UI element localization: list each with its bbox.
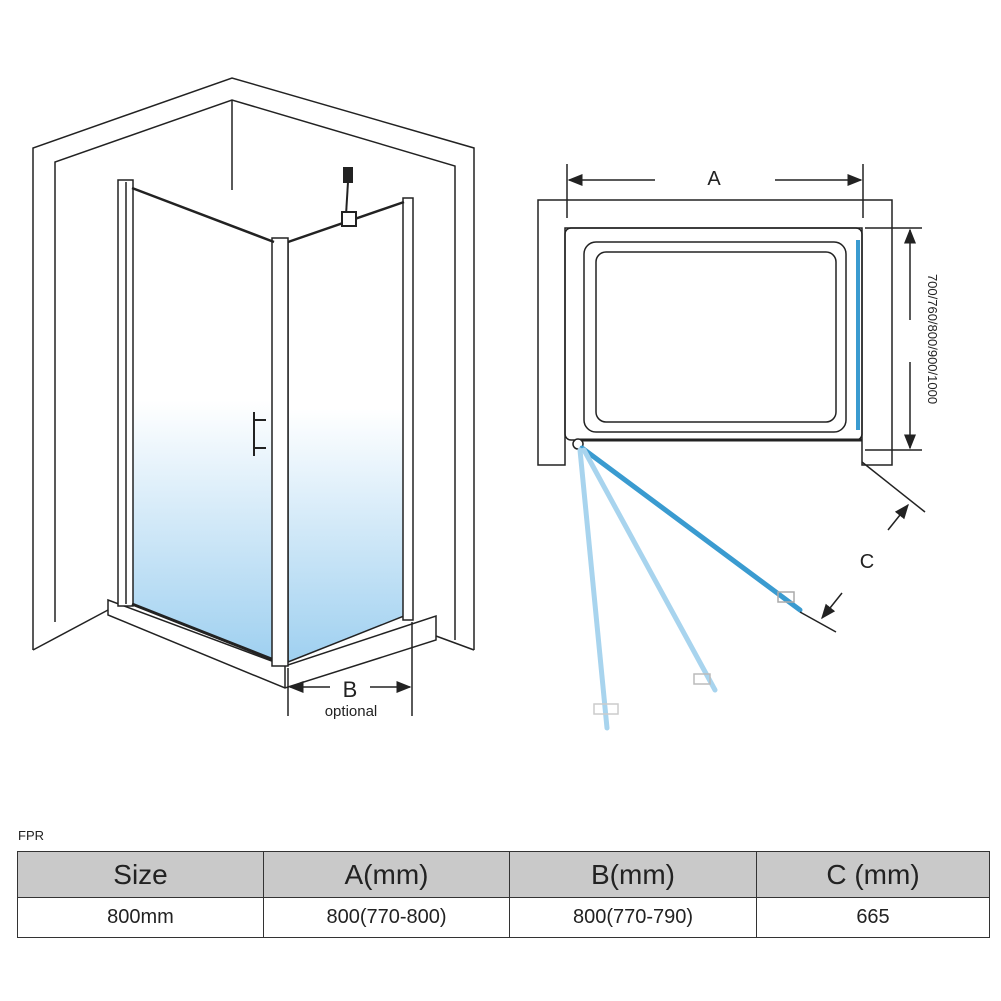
dimension-b-note: optional: [325, 703, 378, 720]
plan-view: [537, 164, 926, 731]
header-b: B(mm): [509, 851, 757, 898]
header-size: Size: [17, 851, 264, 898]
cell-size: 800mm: [17, 897, 264, 938]
size-table: Size A(mm) B(mm) C (mm) 800mm 800(770-80…: [17, 851, 990, 938]
dimension-c-label: C: [860, 551, 874, 573]
dimension-a-label: A: [707, 168, 721, 190]
header-c: C (mm): [756, 851, 990, 898]
dimension-depth: [865, 227, 922, 451]
door-swing: [577, 445, 803, 731]
dimension-b-label: B: [343, 677, 358, 702]
cell-a: 800(770-800): [263, 897, 510, 938]
table-row: 800mm 800(770-800) 800(770-790) 665: [17, 897, 990, 938]
door-panel: [117, 179, 275, 662]
door-handle-icon: [253, 412, 266, 456]
dimension-depth-label: 700/760/800/900/1000: [925, 274, 940, 404]
dimension-c: [799, 461, 926, 633]
basin-inner: [595, 251, 837, 423]
header-a: A(mm): [263, 851, 510, 898]
wall-outline: [537, 199, 893, 466]
table-caption: FPR: [18, 828, 44, 843]
shower-head-icon: [341, 167, 357, 227]
dimension-b: [287, 622, 413, 716]
basin-outer: [583, 241, 847, 433]
cell-c: 665: [756, 897, 990, 938]
cell-b: 800(770-790): [509, 897, 757, 938]
wall-corner: [32, 77, 475, 651]
table-header-row: Size A(mm) B(mm) C (mm): [17, 851, 990, 898]
perspective-view: [32, 77, 475, 716]
tray-outline: [564, 227, 863, 441]
dimension-a: [566, 164, 864, 218]
